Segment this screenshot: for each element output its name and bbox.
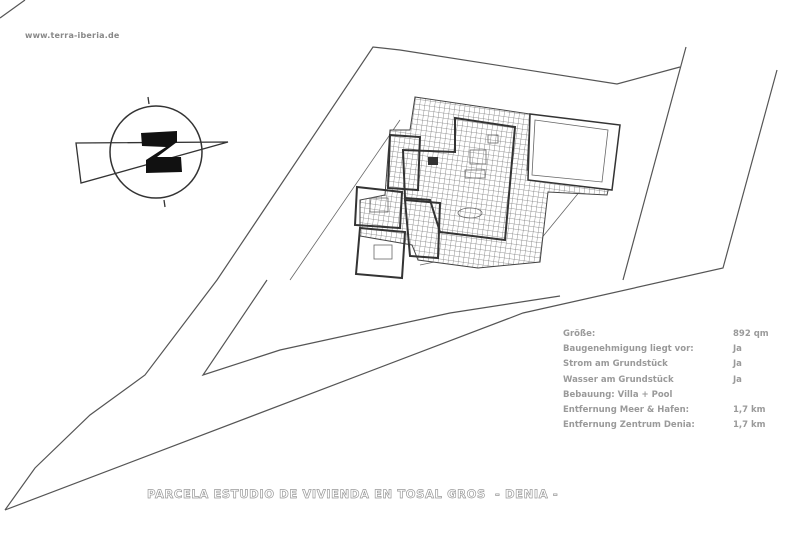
website-url: www.terra-iberia.de xyxy=(25,31,120,40)
info-row-size: Größe: 892 qm xyxy=(563,327,769,342)
info-value: Ja xyxy=(733,359,742,370)
info-row-sea-distance: Entfernung Meer & Hafen: 1,7 km xyxy=(563,403,769,418)
info-value: 1,7 km xyxy=(733,420,766,431)
info-value: Ja xyxy=(733,344,742,355)
property-info: Größe: 892 qm Baugenehmigung liegt vor: Ja… xyxy=(563,327,769,433)
north-arrow-icon xyxy=(141,131,182,173)
compass xyxy=(75,96,229,208)
info-row-building: Bebauung: Villa + Pool xyxy=(563,388,769,403)
info-label: Strom am Grundstück xyxy=(563,359,668,370)
info-row-permit: Baugenehmigung liegt vor: Ja xyxy=(563,342,769,357)
info-label: Bebauung: Villa + Pool xyxy=(563,389,673,400)
pool xyxy=(527,113,621,191)
info-value: Ja xyxy=(733,374,742,385)
info-value: 892 qm xyxy=(733,329,769,339)
info-row-center-distance: Entfernung Zentrum Denia: 1,7 km xyxy=(563,418,769,433)
house-floor-plan xyxy=(353,96,621,280)
info-label: Wasser am Grundstück xyxy=(563,374,674,385)
info-label: Entfernung Meer & Hafen: xyxy=(563,405,690,416)
info-row-water: Wasser am Grundstück Ja xyxy=(563,373,769,388)
info-label: Baugenehmigung liegt vor: xyxy=(563,344,694,355)
info-label: Größe: xyxy=(563,329,596,339)
info-row-power: Strom am Grundstück Ja xyxy=(563,357,769,372)
plot-boundary xyxy=(0,0,778,511)
info-value: 1,7 km xyxy=(733,405,766,416)
plan-title: PARCELA ESTUDIO DE VIVIENDA EN TOSAL GRO… xyxy=(147,487,559,502)
info-label: Entfernung Zentrum Denia: xyxy=(563,420,695,431)
